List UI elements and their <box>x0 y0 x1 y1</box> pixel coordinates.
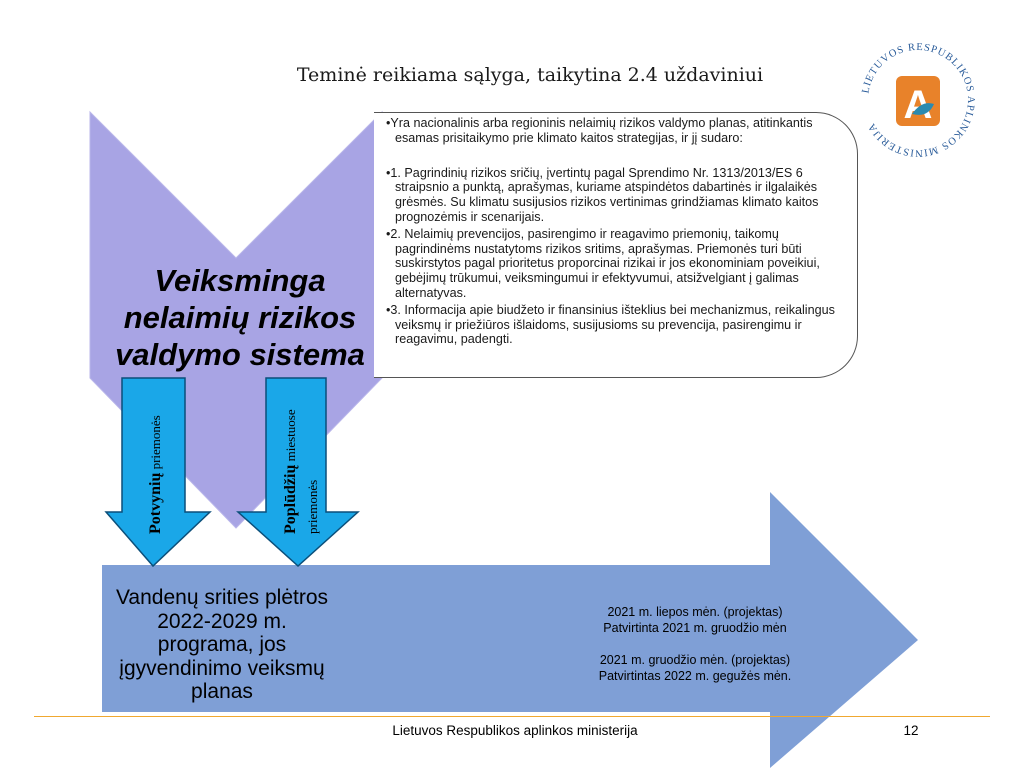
timeline-line: Patvirtintas 2022 m. gegužės mėn. <box>598 669 792 683</box>
timeline-text: 2021 m. liepos mėn. (projektas) Patvirti… <box>560 604 830 684</box>
ministry-logo: LIETUVOS RESPUBLIKOS APLINKOS MINISTERIJ… <box>860 42 975 158</box>
timeline-line: 2021 m. gruodžio mėn. (projektas) <box>599 653 791 667</box>
flood-label-bold: Potvynių <box>147 472 164 534</box>
info-bullet: •3. Informacija apie biudžeto ir finansi… <box>386 302 835 347</box>
logo-emblem <box>896 76 940 126</box>
slide-title: Teminė reikiama sąlyga, taikytina 2.4 už… <box>296 64 764 86</box>
footer-divider <box>34 716 990 717</box>
info-bullet: •2. Nelaimių prevencijos, pasirengimo ir… <box>386 226 820 300</box>
big-right-arrow <box>102 492 918 768</box>
footer-text: Lietuvos Respublikos aplinkos ministerij… <box>392 723 638 738</box>
flash-flood-down-arrow <box>236 377 360 568</box>
water-program-label: Vandenų srities plėtros 2022-2029 m. pro… <box>115 586 329 703</box>
flood-label-rest: priemonės <box>148 415 163 470</box>
timeline-line: Patvirtinta 2021 m. gruodžio mėn <box>603 621 787 635</box>
info-bullet: •1. Pagrindinių rizikos sričių, įvertint… <box>386 165 819 224</box>
info-box <box>374 112 858 378</box>
flood-down-arrow <box>104 377 212 568</box>
flood-arrow-label: Potvynių priemonės <box>147 415 165 534</box>
flash-label-rest: miestuose <box>283 409 298 462</box>
info-bullet: •Yra nacionalinis arba regioninis nelaim… <box>386 116 813 145</box>
flash-label-bold: Poplūdžių <box>282 464 299 534</box>
flash-label-line2: priemonės <box>305 479 320 534</box>
info-box-text: •Yra nacionalinis arba regioninis nelaim… <box>386 116 846 347</box>
page-number: 12 <box>903 723 919 738</box>
chevron-label: Veiksminga nelaimių rizikos valdymo sist… <box>115 263 365 372</box>
timeline-line: 2021 m. liepos mėn. (projektas) <box>607 605 783 619</box>
leaf-icon <box>912 103 934 115</box>
flash-flood-arrow-label: Poplūdžių miestuose priemonės <box>280 409 324 534</box>
